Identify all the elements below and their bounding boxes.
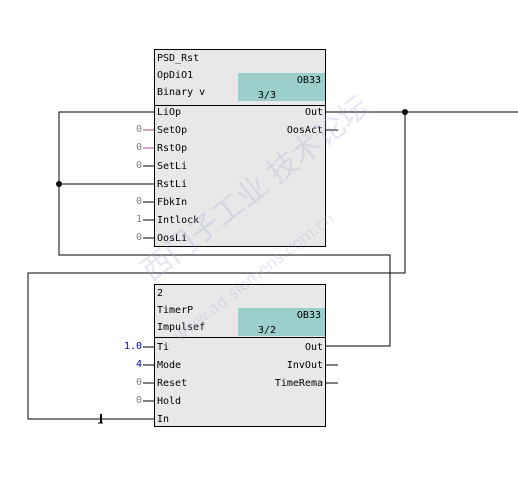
pin-ti[interactable]: Ti <box>157 342 170 353</box>
block-comment: OpDiO1 <box>157 70 194 81</box>
pin-reset[interactable]: Reset <box>157 378 188 389</box>
pin-oosli[interactable]: OosLi <box>157 233 188 244</box>
pin-oosact[interactable]: OosAct <box>286 125 323 136</box>
param-value-setli[interactable]: 0 <box>135 160 142 171</box>
pin-timerema[interactable]: TimeRema <box>274 378 323 389</box>
param-value-mode[interactable]: 4 <box>135 359 142 370</box>
pin-setop[interactable]: SetOp <box>157 125 188 136</box>
block-name: PSD_Rst <box>157 53 200 64</box>
junction-dot <box>402 109 408 115</box>
block-comment: TimerP <box>157 305 194 316</box>
pin-lilop[interactable]: LiOp <box>157 107 182 118</box>
wire-loop-left <box>58 111 391 347</box>
param-value-intlock[interactable]: 1 <box>135 214 142 225</box>
param-value-setop[interactable]: 0 <box>135 124 142 135</box>
pin-rstli[interactable]: RstLi <box>157 179 188 190</box>
block-header: PSD_Rst OpDiO1 Binary v OB33 3/3 <box>155 50 325 106</box>
pin-intlock[interactable]: Intlock <box>157 215 200 226</box>
ob-sequence: 3/2 <box>258 325 277 336</box>
pin-in[interactable]: In <box>157 414 170 425</box>
pin-fbkin[interactable]: FbkIn <box>157 197 188 208</box>
function-block-psd-rst[interactable]: PSD_Rst OpDiO1 Binary v OB33 3/3 LiOp Se… <box>154 49 326 247</box>
param-value-ti[interactable]: 1.0 <box>123 341 142 352</box>
param-value-oosli[interactable]: 0 <box>135 232 142 243</box>
ob-badge: OB33 3/2 <box>238 308 325 336</box>
ob-name: OB33 <box>296 310 321 321</box>
block-type: Impulsef <box>157 322 206 333</box>
param-value-reset[interactable]: 0 <box>135 377 142 388</box>
pin-mode[interactable]: Mode <box>157 360 182 371</box>
pin-invout[interactable]: InvOut <box>286 360 323 371</box>
block-type: Binary v <box>157 87 206 98</box>
wire-out-to-in <box>27 112 406 420</box>
ob-name: OB33 <box>296 75 321 86</box>
pin-rstop[interactable]: RstOp <box>157 143 188 154</box>
pin-setli[interactable]: SetLi <box>157 161 188 172</box>
ob-sequence: 3/3 <box>258 90 277 101</box>
block-name: 2 <box>157 288 164 299</box>
param-value-hold[interactable]: 0 <box>135 395 142 406</box>
function-block-timer[interactable]: 2 TimerP Impulsef OB33 3/2 Ti Mode Reset… <box>154 284 326 427</box>
junction-dot <box>56 181 62 187</box>
block-header: 2 TimerP Impulsef OB33 3/2 <box>155 285 325 338</box>
ob-badge: OB33 3/3 <box>238 73 325 101</box>
pin-out[interactable]: Out <box>304 107 323 118</box>
pin-hold[interactable]: Hold <box>157 396 182 407</box>
pin-out[interactable]: Out <box>304 342 323 353</box>
param-value-fbkin[interactable]: 0 <box>135 196 142 207</box>
param-value-rstop[interactable]: 0 <box>135 142 142 153</box>
